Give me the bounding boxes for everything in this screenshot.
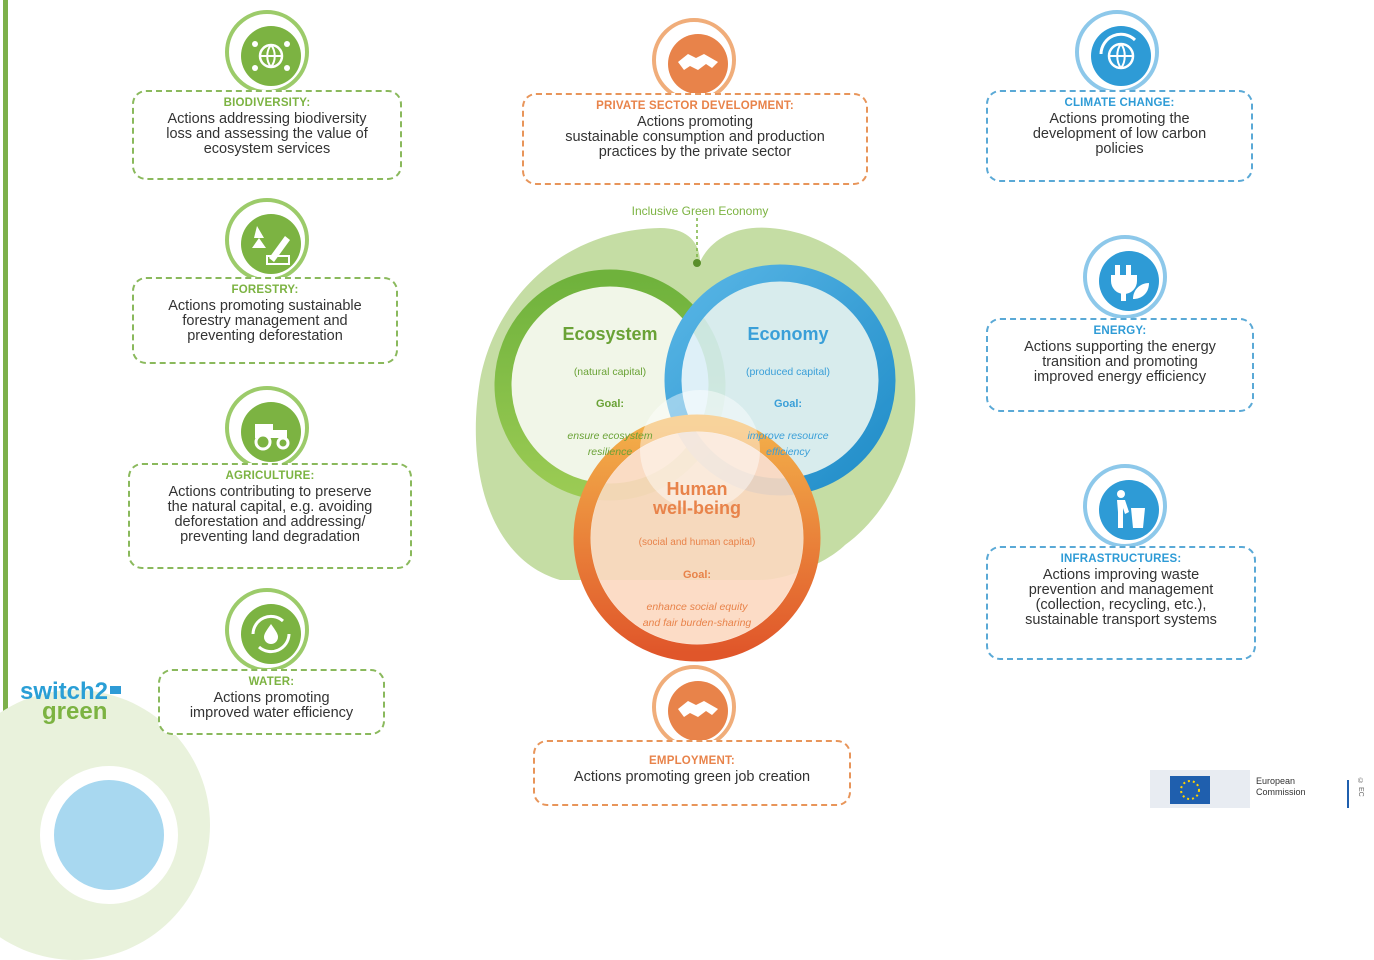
agriculture-title: AGRICULTURE: xyxy=(225,470,315,482)
human-title: Human well-being xyxy=(652,479,741,518)
switch2green-logo: switch2 green xyxy=(20,680,122,725)
climate-globe-recycle-icon xyxy=(1075,10,1159,94)
water-title: WATER: xyxy=(248,676,295,688)
water-box: WATER: Actions promoting improved water … xyxy=(158,669,385,735)
venn-caption: Inclusive Green Economy xyxy=(631,204,769,218)
private-sector-title: PRIVATE SECTOR DEVELOPMENT: xyxy=(596,100,794,112)
agriculture-desc: Actions contributing to preserve the nat… xyxy=(167,484,373,545)
energy-plug-leaf-icon xyxy=(1083,235,1167,319)
climate-desc: Actions promoting the development of low… xyxy=(1032,111,1207,157)
forestry-box: FORESTRY: Actions promoting sustainable … xyxy=(132,277,398,364)
european-commission-logo xyxy=(1150,770,1349,808)
energy-desc: Actions supporting the energy transition… xyxy=(1024,339,1216,385)
ecosystem-goal-label: Goal: xyxy=(595,398,625,410)
biodiversity-box: BIODIVERSITY: Actions addressing biodive… xyxy=(132,90,402,180)
eu-flag-mini-icon xyxy=(110,686,122,694)
ecosystem-sub: (natural capital) xyxy=(573,366,647,378)
infrastructure-box: INFRASTRUCTURES: Actions improving waste… xyxy=(986,546,1256,660)
forestry-desc: Actions promoting sustainable forestry m… xyxy=(168,298,362,344)
agriculture-tractor-icon xyxy=(225,386,309,470)
forestry-axe-tree-icon xyxy=(225,198,309,282)
economy-goal: improve resource efficiency xyxy=(747,430,829,458)
climate-title: CLIMATE CHANGE: xyxy=(1064,97,1175,109)
employment-desc: Actions promoting green job creation xyxy=(573,769,811,785)
economy-label: Economy (produced capital) Goal: improve… xyxy=(718,306,858,478)
private-sector-handshake-icon xyxy=(652,18,736,102)
economy-sub: (produced capital) xyxy=(745,366,831,378)
private-sector-desc: Actions promoting sustainable consumptio… xyxy=(565,114,825,160)
economy-title: Economy xyxy=(747,324,829,344)
biodiversity-title: BIODIVERSITY: xyxy=(223,97,311,109)
energy-box: ENERGY: Actions supporting the energy tr… xyxy=(986,318,1254,412)
infrastructure-title: INFRASTRUCTURES: xyxy=(1060,553,1182,565)
biodiversity-globe-leaves-icon xyxy=(225,10,309,94)
human-label: Human well-being (social and human capit… xyxy=(612,462,782,649)
employment-box: EMPLOYMENT: Actions promoting green job … xyxy=(533,740,851,806)
logo-line2: green xyxy=(42,698,108,725)
logo-line1: switch2 xyxy=(20,678,109,705)
ecosystem-title: Ecosystem xyxy=(562,324,658,344)
forestry-title: FORESTRY: xyxy=(231,284,299,296)
water-drop-icon xyxy=(225,588,309,672)
copyright-code: © EC xyxy=(1357,778,1364,797)
employment-title: EMPLOYMENT: xyxy=(649,755,735,767)
water-desc: Actions promoting improved water efficie… xyxy=(189,690,354,721)
human-goal: enhance social equity and fair burden-sh… xyxy=(642,601,752,629)
climate-box: CLIMATE CHANGE: Actions promoting the de… xyxy=(986,90,1253,182)
corner-circle xyxy=(40,766,178,904)
european-commission-text: European Commission xyxy=(1256,776,1306,797)
employment-handshake-icon xyxy=(652,665,736,749)
economy-goal-label: Goal: xyxy=(773,398,803,410)
green-economy-venn xyxy=(475,218,916,662)
agriculture-box: AGRICULTURE: Actions contributing to pre… xyxy=(128,463,412,569)
ecosystem-label: Ecosystem (natural capital) Goal: ensure… xyxy=(540,306,680,478)
infrastructure-desc: Actions improving waste prevention and m… xyxy=(1025,567,1217,628)
human-sub: (social and human capital) xyxy=(638,537,756,548)
private-sector-box: PRIVATE SECTOR DEVELOPMENT: Actions prom… xyxy=(522,93,868,185)
biodiversity-desc: Actions addressing biodiversity loss and… xyxy=(166,111,368,157)
human-goal-label: Goal: xyxy=(682,569,712,581)
energy-title: ENERGY: xyxy=(1093,325,1147,337)
ecosystem-goal: ensure ecosystem resilience xyxy=(567,430,653,458)
left-accent-bar xyxy=(3,0,8,834)
infrastructure-waste-bin-icon xyxy=(1083,464,1167,548)
